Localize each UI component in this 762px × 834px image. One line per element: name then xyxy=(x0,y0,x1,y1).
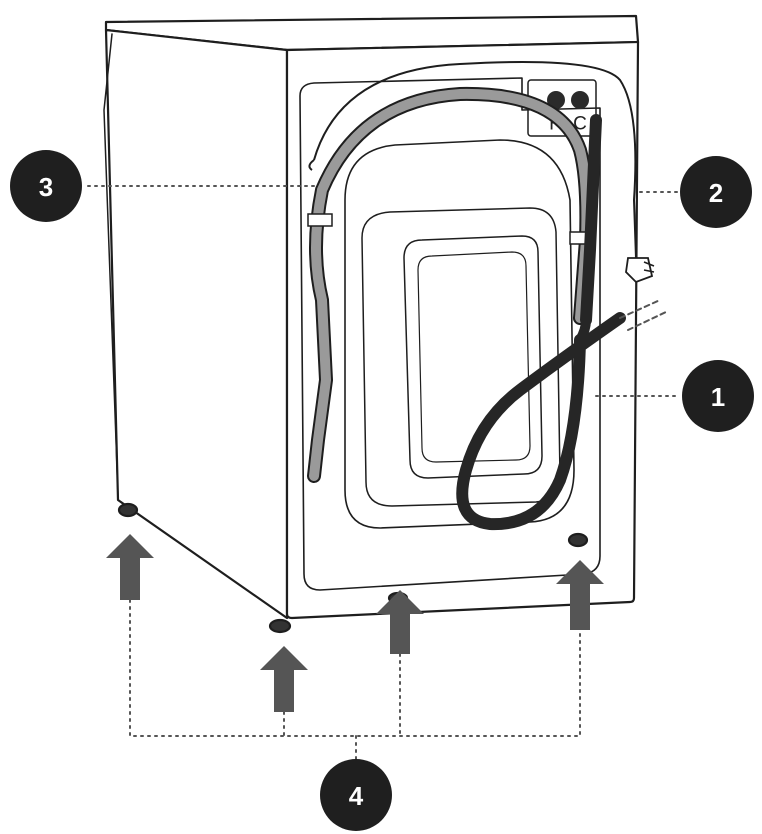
callout-3: 3 xyxy=(10,150,82,222)
foot-arrows xyxy=(106,534,604,712)
inlet-hose-fill xyxy=(309,88,592,481)
up-arrow-icon xyxy=(556,560,604,630)
callout-2: 2 xyxy=(680,156,752,228)
callout-1: 1 xyxy=(682,360,754,432)
up-arrow-icon xyxy=(106,534,154,600)
foot-rear-right xyxy=(567,532,589,548)
callout-2-number: 2 xyxy=(709,178,723,208)
callout-4-number: 4 xyxy=(349,781,364,811)
leader-line-4 xyxy=(129,599,581,737)
foot-front-left xyxy=(268,618,292,634)
callout-1-number: 1 xyxy=(711,382,725,412)
drain-hose xyxy=(456,114,667,531)
hose-clip xyxy=(307,213,333,227)
leader-lines xyxy=(87,185,681,761)
tap-icon xyxy=(571,91,589,109)
up-arrow-icon xyxy=(376,590,424,654)
power-cord xyxy=(308,61,655,284)
callout-3-number: 3 xyxy=(39,172,53,202)
foot-rear-left xyxy=(117,502,139,518)
up-arrow-icon xyxy=(260,646,308,712)
tap-icon xyxy=(547,91,565,109)
washing-machine-body xyxy=(103,14,640,634)
callout-4: 4 xyxy=(320,759,392,831)
plug-icon xyxy=(625,257,655,284)
